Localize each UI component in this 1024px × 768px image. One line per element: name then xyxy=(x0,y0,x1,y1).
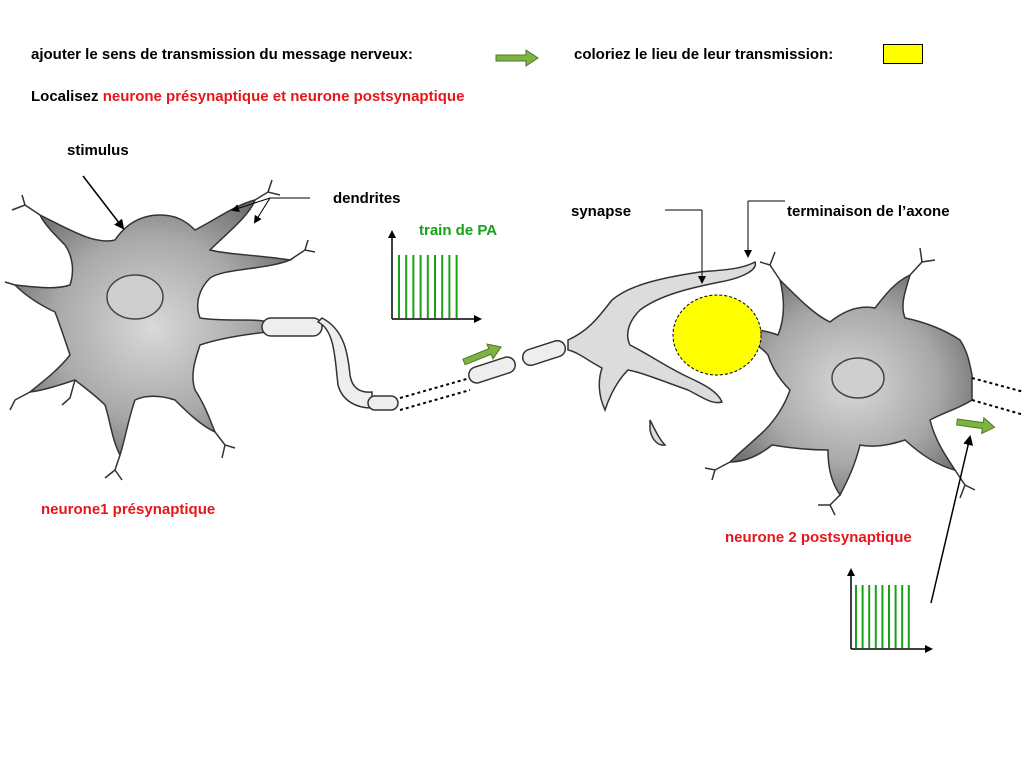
direction-instruction: ajouter le sens de transmission du messa… xyxy=(31,46,413,63)
neuron1-axon-terminal xyxy=(567,260,757,446)
label-train-pa: train de PA xyxy=(419,222,498,239)
neuron1-axon-distal xyxy=(468,339,567,384)
neuron1-body xyxy=(4,179,316,481)
postsynaptic-train-pointer-arrow xyxy=(930,435,974,604)
label-neuron2-postsynaptic: neurone 2 postsynaptique xyxy=(725,529,912,546)
axon-gap-dashes xyxy=(399,377,471,411)
label-neuron1-presynaptic: neurone1 présynaptique xyxy=(41,501,216,518)
train2-spikes xyxy=(855,585,910,648)
neuron1-axon xyxy=(261,317,399,411)
legend-green-arrow-icon xyxy=(495,49,539,67)
localize-instruction: Localisez neurone présynaptique et neuro… xyxy=(31,88,464,105)
label-dendrites: dendrites xyxy=(333,190,401,207)
train1-spikes xyxy=(398,255,458,318)
label-synapse: synapse xyxy=(571,203,632,220)
neuron2-axon-dashes xyxy=(971,377,1024,416)
direction-arrow-2-icon xyxy=(956,416,996,435)
neuron2-body xyxy=(704,247,976,516)
yellow-color-swatch xyxy=(883,44,923,64)
dendrites-pointer-arrows xyxy=(231,197,310,224)
spike-train-presynaptic xyxy=(388,230,482,323)
localize-prefix: Localisez xyxy=(31,88,103,105)
synapse-pointer-arrow xyxy=(665,209,706,284)
direction-arrow-1-icon xyxy=(462,343,502,366)
label-stimulus: stimulus xyxy=(67,142,129,159)
localize-target: neurone présynaptique et neurone postsyn… xyxy=(102,88,465,105)
spike-train-postsynaptic xyxy=(847,568,933,653)
label-axon-terminal: terminaison de l’axone xyxy=(787,203,950,220)
stimulus-pointer-arrow xyxy=(82,175,125,230)
synapse-highlight xyxy=(672,294,762,376)
color-instruction: coloriez le lieu de leur transmission: xyxy=(574,46,834,63)
terminal-pointer-arrow xyxy=(744,200,785,258)
